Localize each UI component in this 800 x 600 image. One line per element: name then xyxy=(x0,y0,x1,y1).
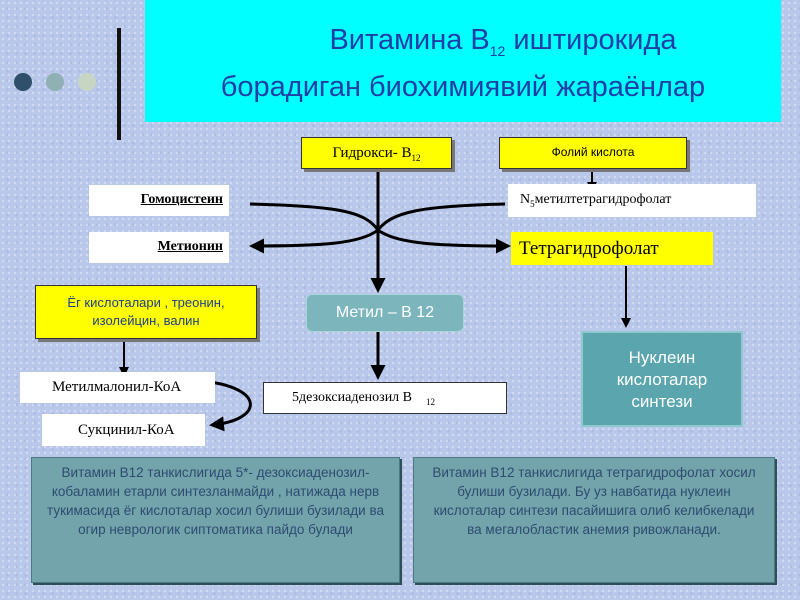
note-left-deficiency: Витамин В12 танкислигида 5*- дезоксиаден… xyxy=(31,457,400,583)
node-tetrahydrofolate: Тетрагидрофолат xyxy=(511,232,713,265)
page-title: Витамина В12 иштирокида борадиган биохим… xyxy=(145,0,781,122)
node-homocysteine: Гомоцистеин xyxy=(89,185,229,216)
node-hydroxy-b12: Гидрокси- В12 xyxy=(301,137,452,169)
title-line2: борадиган биохимиявий жараёнлар xyxy=(220,70,706,103)
arrow-to-methionine xyxy=(249,228,379,254)
decor-dot-dark xyxy=(14,73,32,91)
curve-n5 xyxy=(376,202,506,231)
node-methyl-b12: Метил – В 12 xyxy=(306,294,464,332)
node-folic-acid: Фолий кислота xyxy=(499,137,687,169)
curve-methylmalonyl-to-succinyl xyxy=(209,380,252,432)
node-methylmalonyl-coa: Метилмалонил-КоА xyxy=(20,372,215,403)
node-nucleic-acid-synthesis: Нуклеин кислоталар синтези xyxy=(581,331,743,427)
node-n5-methyl-thf: N5метилтетрагидрофолат xyxy=(508,184,756,217)
node-succinyl-coa: Сукцинил-КоА xyxy=(42,414,205,446)
title-line1: Витамина В12 иштирокида xyxy=(329,24,677,59)
curve-homocysteine xyxy=(249,202,380,231)
note-right-deficiency: Витамин В12 танкислигида тетрагидрофолат… xyxy=(413,457,775,583)
arrow-to-thf xyxy=(377,228,511,254)
decor-dot-mid xyxy=(46,73,64,91)
node-methionine: Метионин xyxy=(89,232,229,263)
decor-dot-light xyxy=(78,73,96,91)
decor-vertical-bar xyxy=(117,28,121,140)
node-fatty-acids: Ёг кислоталари , треонин, изолейцин, вал… xyxy=(35,285,257,339)
